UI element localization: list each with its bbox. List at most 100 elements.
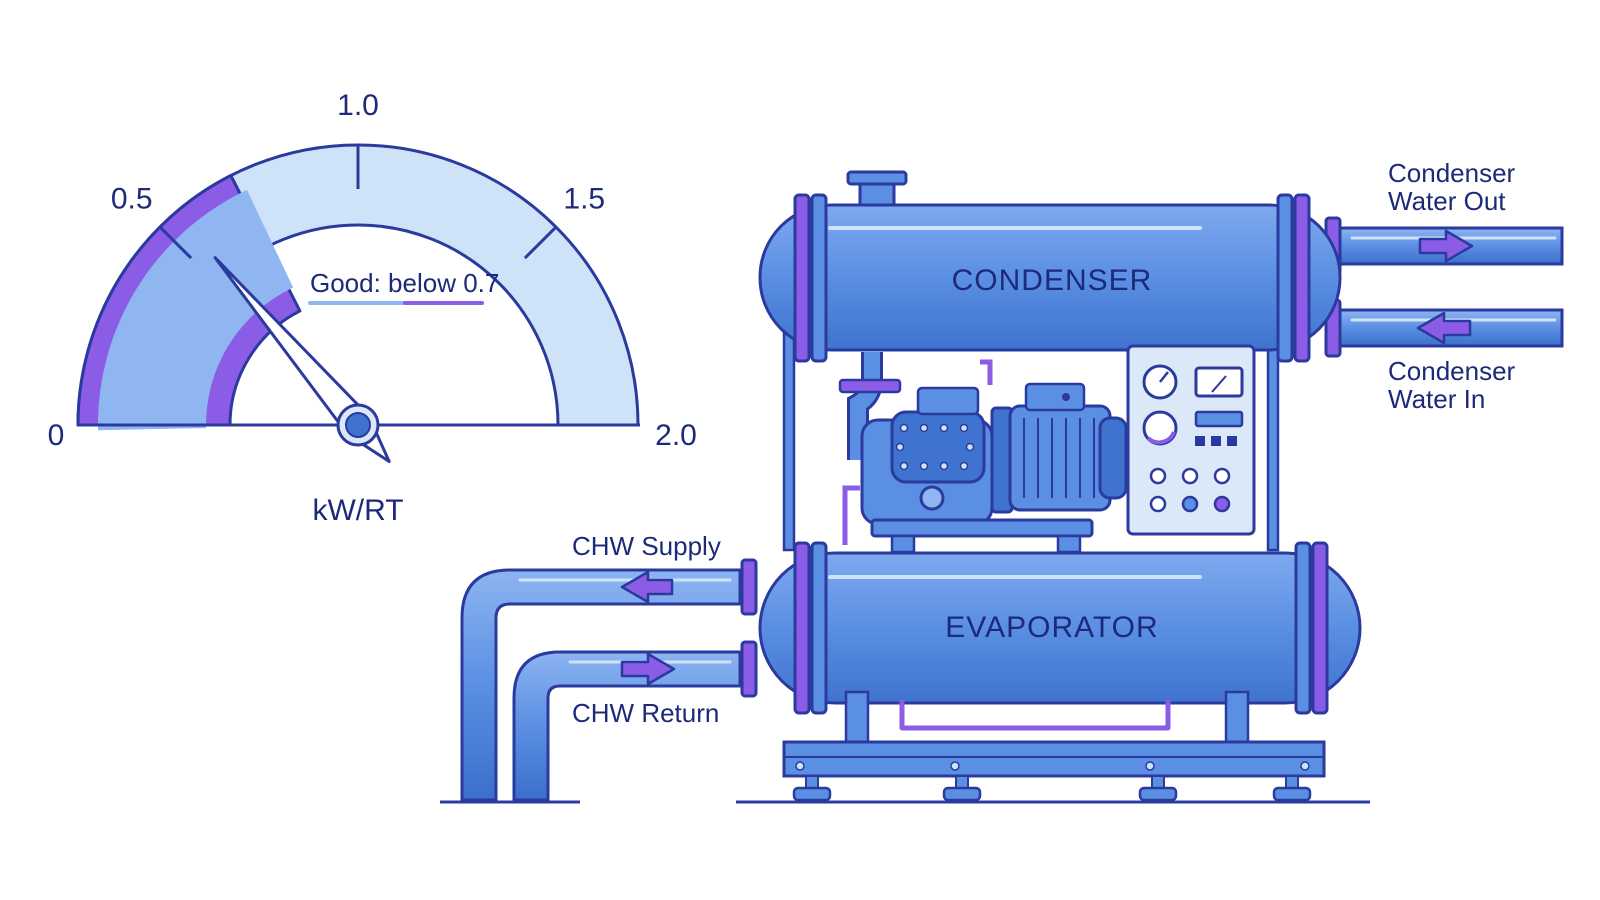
bolt (939, 461, 949, 471)
skid-leg-left (890, 534, 916, 554)
oil-line-lower (842, 485, 860, 545)
bolt (959, 423, 969, 433)
analog-meter-pointer (1211, 375, 1227, 393)
condenser-in-label-line2: Water In (1388, 384, 1485, 414)
gauge-unit-label: kW/RT (312, 494, 403, 527)
suction-flange (838, 378, 902, 394)
gauge-tick (158, 225, 193, 260)
motor-endcap (1098, 416, 1128, 500)
bolt (939, 423, 949, 433)
gauge-tick-label: 1.5 (563, 183, 605, 216)
motor-fins (1023, 418, 1095, 498)
evaporator-flange-left-2 (810, 541, 828, 715)
base-bolts (795, 761, 1310, 771)
chw-return-flange (740, 640, 758, 698)
panel-knob (1213, 495, 1231, 513)
indicator-light (1227, 436, 1237, 446)
panel-knob (1149, 495, 1167, 513)
panel-knob (1149, 467, 1167, 485)
panel-knob (1181, 467, 1199, 485)
display-icon (1194, 410, 1244, 428)
bolt (959, 461, 969, 471)
base-bolt (1300, 761, 1310, 771)
skid-leg-right (1056, 534, 1082, 554)
chw-supply-flange (740, 558, 758, 616)
terminal-box-screw (1062, 393, 1070, 401)
condenser-pipes: Condenser Water Out Condenser Water In (1324, 158, 1564, 414)
evaporator-label: EVAPORATOR (945, 611, 1158, 644)
condenser-flange-right-1 (1276, 193, 1294, 363)
compressor-valves (916, 386, 980, 416)
condenser-flange-left-2 (810, 193, 828, 363)
condenser-label: CONDENSER (952, 264, 1153, 297)
bolt (895, 442, 905, 452)
bolt (899, 461, 909, 471)
evaporator-vessel: EVAPORATOR (758, 541, 1362, 731)
panel-knob (1213, 467, 1231, 485)
oil-line (980, 359, 993, 385)
base-feet (792, 775, 1312, 802)
gauge-tick (523, 225, 558, 260)
bolt (965, 442, 975, 452)
gauge-tick-label: 2.0 (655, 419, 697, 452)
indicator-light (1211, 436, 1221, 446)
compressor-bolts (895, 423, 975, 471)
evap-support-left (844, 690, 870, 744)
foot-pad (1138, 786, 1178, 802)
condenser-shell (758, 203, 1342, 352)
gauge-good-label: Good: below 0.7 (310, 268, 499, 298)
condenser-flange-right-2 (1293, 193, 1311, 363)
pressure-gauge-pointer (1159, 371, 1169, 383)
compressor-assembly (838, 352, 1128, 554)
chiller-unit: CONDENSER EVAPORATOR (736, 170, 1370, 804)
evaporator-drain-line (899, 700, 1171, 731)
condenser-out-label-line1: Condenser (1388, 158, 1516, 188)
chw-return-arrow-icon (620, 652, 676, 686)
panel-indicators (1195, 436, 1237, 446)
evaporator-flange-left-1 (793, 541, 811, 715)
condenser-out-label-line2: Water Out (1388, 186, 1506, 216)
condenser-out-arrow-icon (1418, 229, 1474, 263)
gauge-tick-label: 0 (48, 419, 65, 452)
analog-meter-icon (1194, 366, 1244, 398)
foot-pad (942, 786, 982, 802)
chw-supply-arrow-icon (620, 570, 674, 604)
gauge-good-zone-inner (98, 189, 294, 431)
condenser-vessel: CONDENSER (758, 170, 1342, 363)
evaporator-flange-right-1 (1294, 541, 1312, 715)
foot-pad (1272, 786, 1312, 802)
evaporator-flange-right-2 (1311, 541, 1329, 715)
base-rail (782, 740, 1326, 778)
efficiency-gauge: 0 0.5 1.0 1.5 2.0 Good: below 0.7 kW/RT (48, 89, 697, 527)
bolt (919, 423, 929, 433)
base-bolt (1145, 761, 1155, 771)
panel-knobs (1149, 467, 1231, 513)
gauge-ticks (158, 145, 558, 260)
condenser-in-arrow-icon (1416, 311, 1472, 345)
compressor-port (919, 485, 945, 511)
frame-post-left (782, 328, 796, 552)
bolt (899, 423, 909, 433)
chw-return-pipe (512, 650, 742, 802)
gauge-tick-label: 1.0 (337, 89, 379, 122)
frame-post-right (1266, 328, 1280, 552)
gauge-tick-label: 0.5 (111, 183, 153, 216)
temperature-gauge-arc (1146, 431, 1176, 445)
needle-hub-center (345, 412, 371, 438)
chw-supply-label: CHW Supply (572, 531, 721, 561)
bolt (919, 461, 929, 471)
condenser-in-label-line1: Condenser (1388, 356, 1516, 386)
base-bolt (950, 761, 960, 771)
chw-return-label: CHW Return (572, 698, 719, 728)
panel-knob (1181, 495, 1199, 513)
evap-support-right (1224, 690, 1250, 744)
foot-pad (792, 786, 832, 802)
condenser-flange-left-1 (793, 193, 811, 363)
chw-pipes: CHW Supply CHW Return (440, 531, 758, 804)
control-panel (1126, 344, 1256, 536)
condenser-nozzle-cap (846, 170, 908, 186)
chiller-base (736, 690, 1370, 804)
base-bolt (795, 761, 805, 771)
gauge-tick-labels: 0 0.5 1.0 1.5 2.0 (48, 89, 697, 452)
